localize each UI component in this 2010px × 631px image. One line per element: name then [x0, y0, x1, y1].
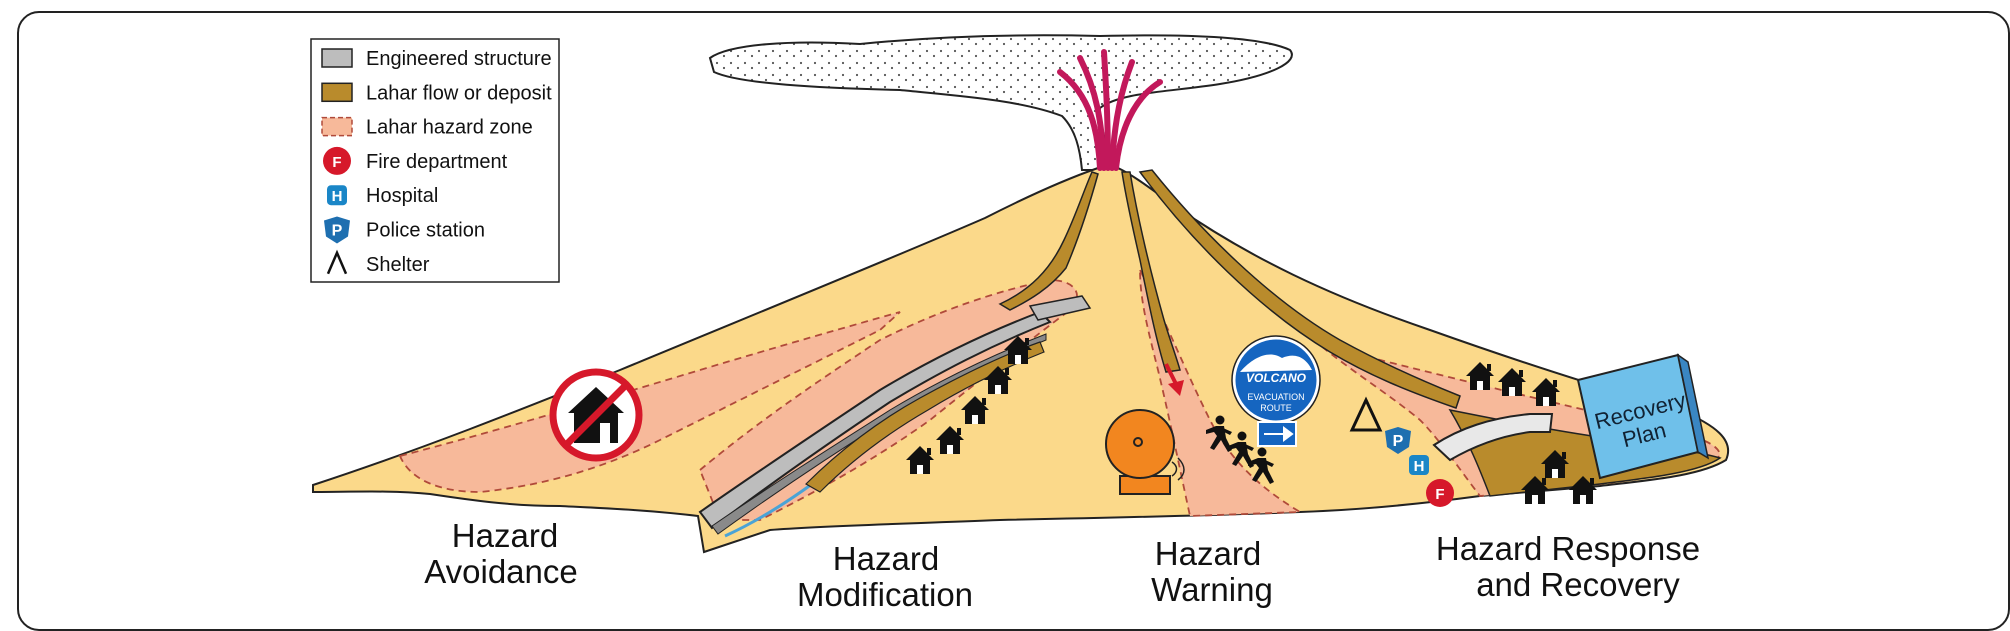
- legend-label-police-station-icon: Police station: [366, 220, 485, 242]
- captions: Hazard Avoidance Hazard Modification Haz…: [424, 517, 1700, 613]
- svg-text:H: H: [1414, 458, 1425, 475]
- recovery-plan-book: Recovery Plan: [1576, 353, 1710, 480]
- police-station-map-icon: P: [1385, 427, 1411, 454]
- volcano-diagram: VOLCANO EVACUATION ROUTE P H F Recovery: [310, 34, 1730, 613]
- shelter-icon: [1349, 396, 1383, 432]
- caption-response-line2: and Recovery: [1476, 566, 1680, 603]
- hazard-zone-avoidance: [398, 311, 901, 493]
- sabo-dam: [1028, 295, 1092, 321]
- caption-warning-line2: Warning: [1151, 571, 1273, 608]
- engineered-channel: [698, 310, 1052, 530]
- lahar-channel-right: [1138, 169, 1461, 409]
- svg-text:F: F: [1435, 486, 1444, 503]
- caption-avoidance-line1: Hazard: [452, 517, 558, 554]
- siren-icon: [1105, 409, 1185, 495]
- caption-modification-line1: Hazard: [833, 540, 939, 577]
- lahar-flow-arrow: [1164, 363, 1184, 396]
- svg-text:H: H: [332, 188, 343, 205]
- legend-label-engineered-structure: Engineered structure: [366, 48, 552, 70]
- fire-department-map-icon: F: [1426, 479, 1454, 507]
- sign-title: VOLCANO: [1246, 371, 1307, 385]
- ash-cloud: [708, 34, 1293, 171]
- caption-response-line1: Hazard Response: [1436, 530, 1700, 567]
- legend-box: [310, 38, 560, 283]
- caption-avoidance-line2: Avoidance: [424, 553, 578, 590]
- hospital-map-icon: H: [1409, 455, 1429, 475]
- diagram-stage: VOLCANO EVACUATION ROUTE P H F Recovery: [17, 11, 2010, 631]
- legend-swatch-shelter-icon: [326, 249, 348, 275]
- legend-swatch-police-station-icon: P: [324, 216, 350, 244]
- legend-label-lahar-flow: Lahar flow or deposit: [366, 82, 552, 104]
- caption-warning-line1: Hazard: [1155, 535, 1261, 572]
- channel-water: [724, 482, 813, 538]
- svg-text:P: P: [332, 223, 343, 240]
- bridge: [1432, 413, 1554, 462]
- lahar-channel-left: [998, 171, 1099, 311]
- legend-swatch-engineered-structure: [321, 48, 353, 68]
- legend-label-shelter-icon: Shelter: [366, 254, 430, 276]
- hazard-zone-warning: [1139, 269, 1304, 517]
- no-building-icon: [549, 368, 643, 462]
- legend-swatch-lahar-flow: [321, 82, 353, 103]
- lahar-channel-center: [1121, 171, 1181, 373]
- svg-text:P: P: [1393, 433, 1404, 450]
- legend-swatch-lahar-hazard-zone: [321, 116, 353, 137]
- sign-line2: ROUTE: [1260, 403, 1292, 413]
- caption-modification-line2: Modification: [797, 576, 973, 613]
- sign-line1: EVACUATION: [1247, 392, 1304, 402]
- legend-label-hospital-icon: Hospital: [366, 185, 438, 207]
- legend-label-fire-department-icon: Fire department: [366, 151, 508, 173]
- eruption-jets: [1057, 49, 1163, 171]
- legend-swatch-hospital-icon: H: [327, 185, 347, 206]
- evacuation-route-sign: VOLCANO EVACUATION ROUTE: [1231, 335, 1321, 447]
- legend-label-lahar-hazard-zone: Lahar hazard zone: [366, 117, 533, 139]
- legend-swatch-fire-department-icon: F: [323, 146, 351, 175]
- svg-text:F: F: [332, 154, 341, 171]
